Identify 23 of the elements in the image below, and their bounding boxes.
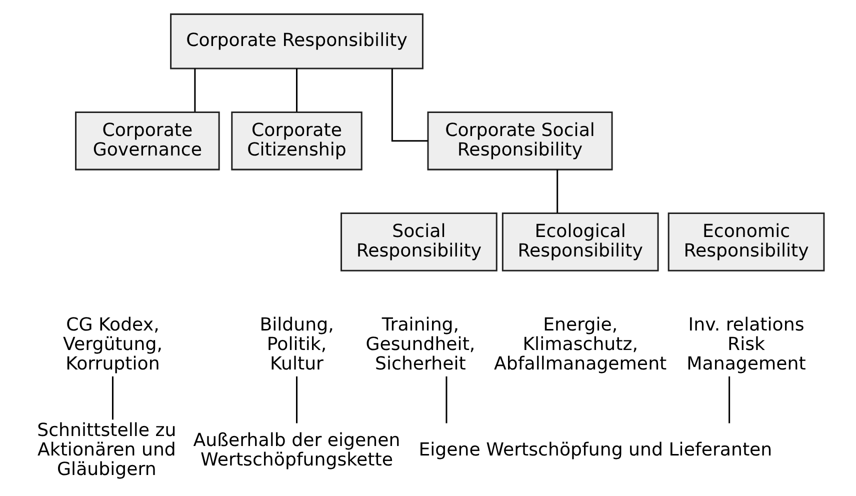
connector xyxy=(296,68,298,112)
connector xyxy=(728,376,730,424)
node-text: Training, Gesundheit, Sicherheit xyxy=(366,314,476,375)
node-box: Economic Responsibility xyxy=(668,212,825,272)
node-text: Energie, Klimaschutz, Abfallmanagement xyxy=(494,314,667,375)
node-text: Bildung, Politik, Kultur xyxy=(260,314,334,375)
connector xyxy=(112,376,114,420)
node-box: Social Responsibility xyxy=(340,212,498,272)
connector xyxy=(446,376,448,424)
node-text: Inv. relations Risk Management xyxy=(686,314,806,375)
node-box: Corporate Governance xyxy=(75,111,220,170)
node-box: Ecological Responsibility xyxy=(502,212,659,272)
node-box: Corporate Citizenship xyxy=(231,111,362,170)
connector xyxy=(556,170,558,213)
node-text: CG Kodex, Vergütung, Korruption xyxy=(63,314,162,375)
connector xyxy=(296,376,298,424)
node-text: Schnittstelle zu Aktionären und Gläubigern xyxy=(37,420,176,480)
node-text: Außerhalb der eigenen Wertschöpfungskette xyxy=(193,430,400,470)
connector xyxy=(391,68,428,142)
node-box: Corporate Responsibility xyxy=(170,13,424,70)
connector xyxy=(194,68,196,112)
node-box: Corporate Social Responsibility xyxy=(427,111,613,170)
node-text: Eigene Wertschöpfung und Lieferanten xyxy=(418,440,772,461)
